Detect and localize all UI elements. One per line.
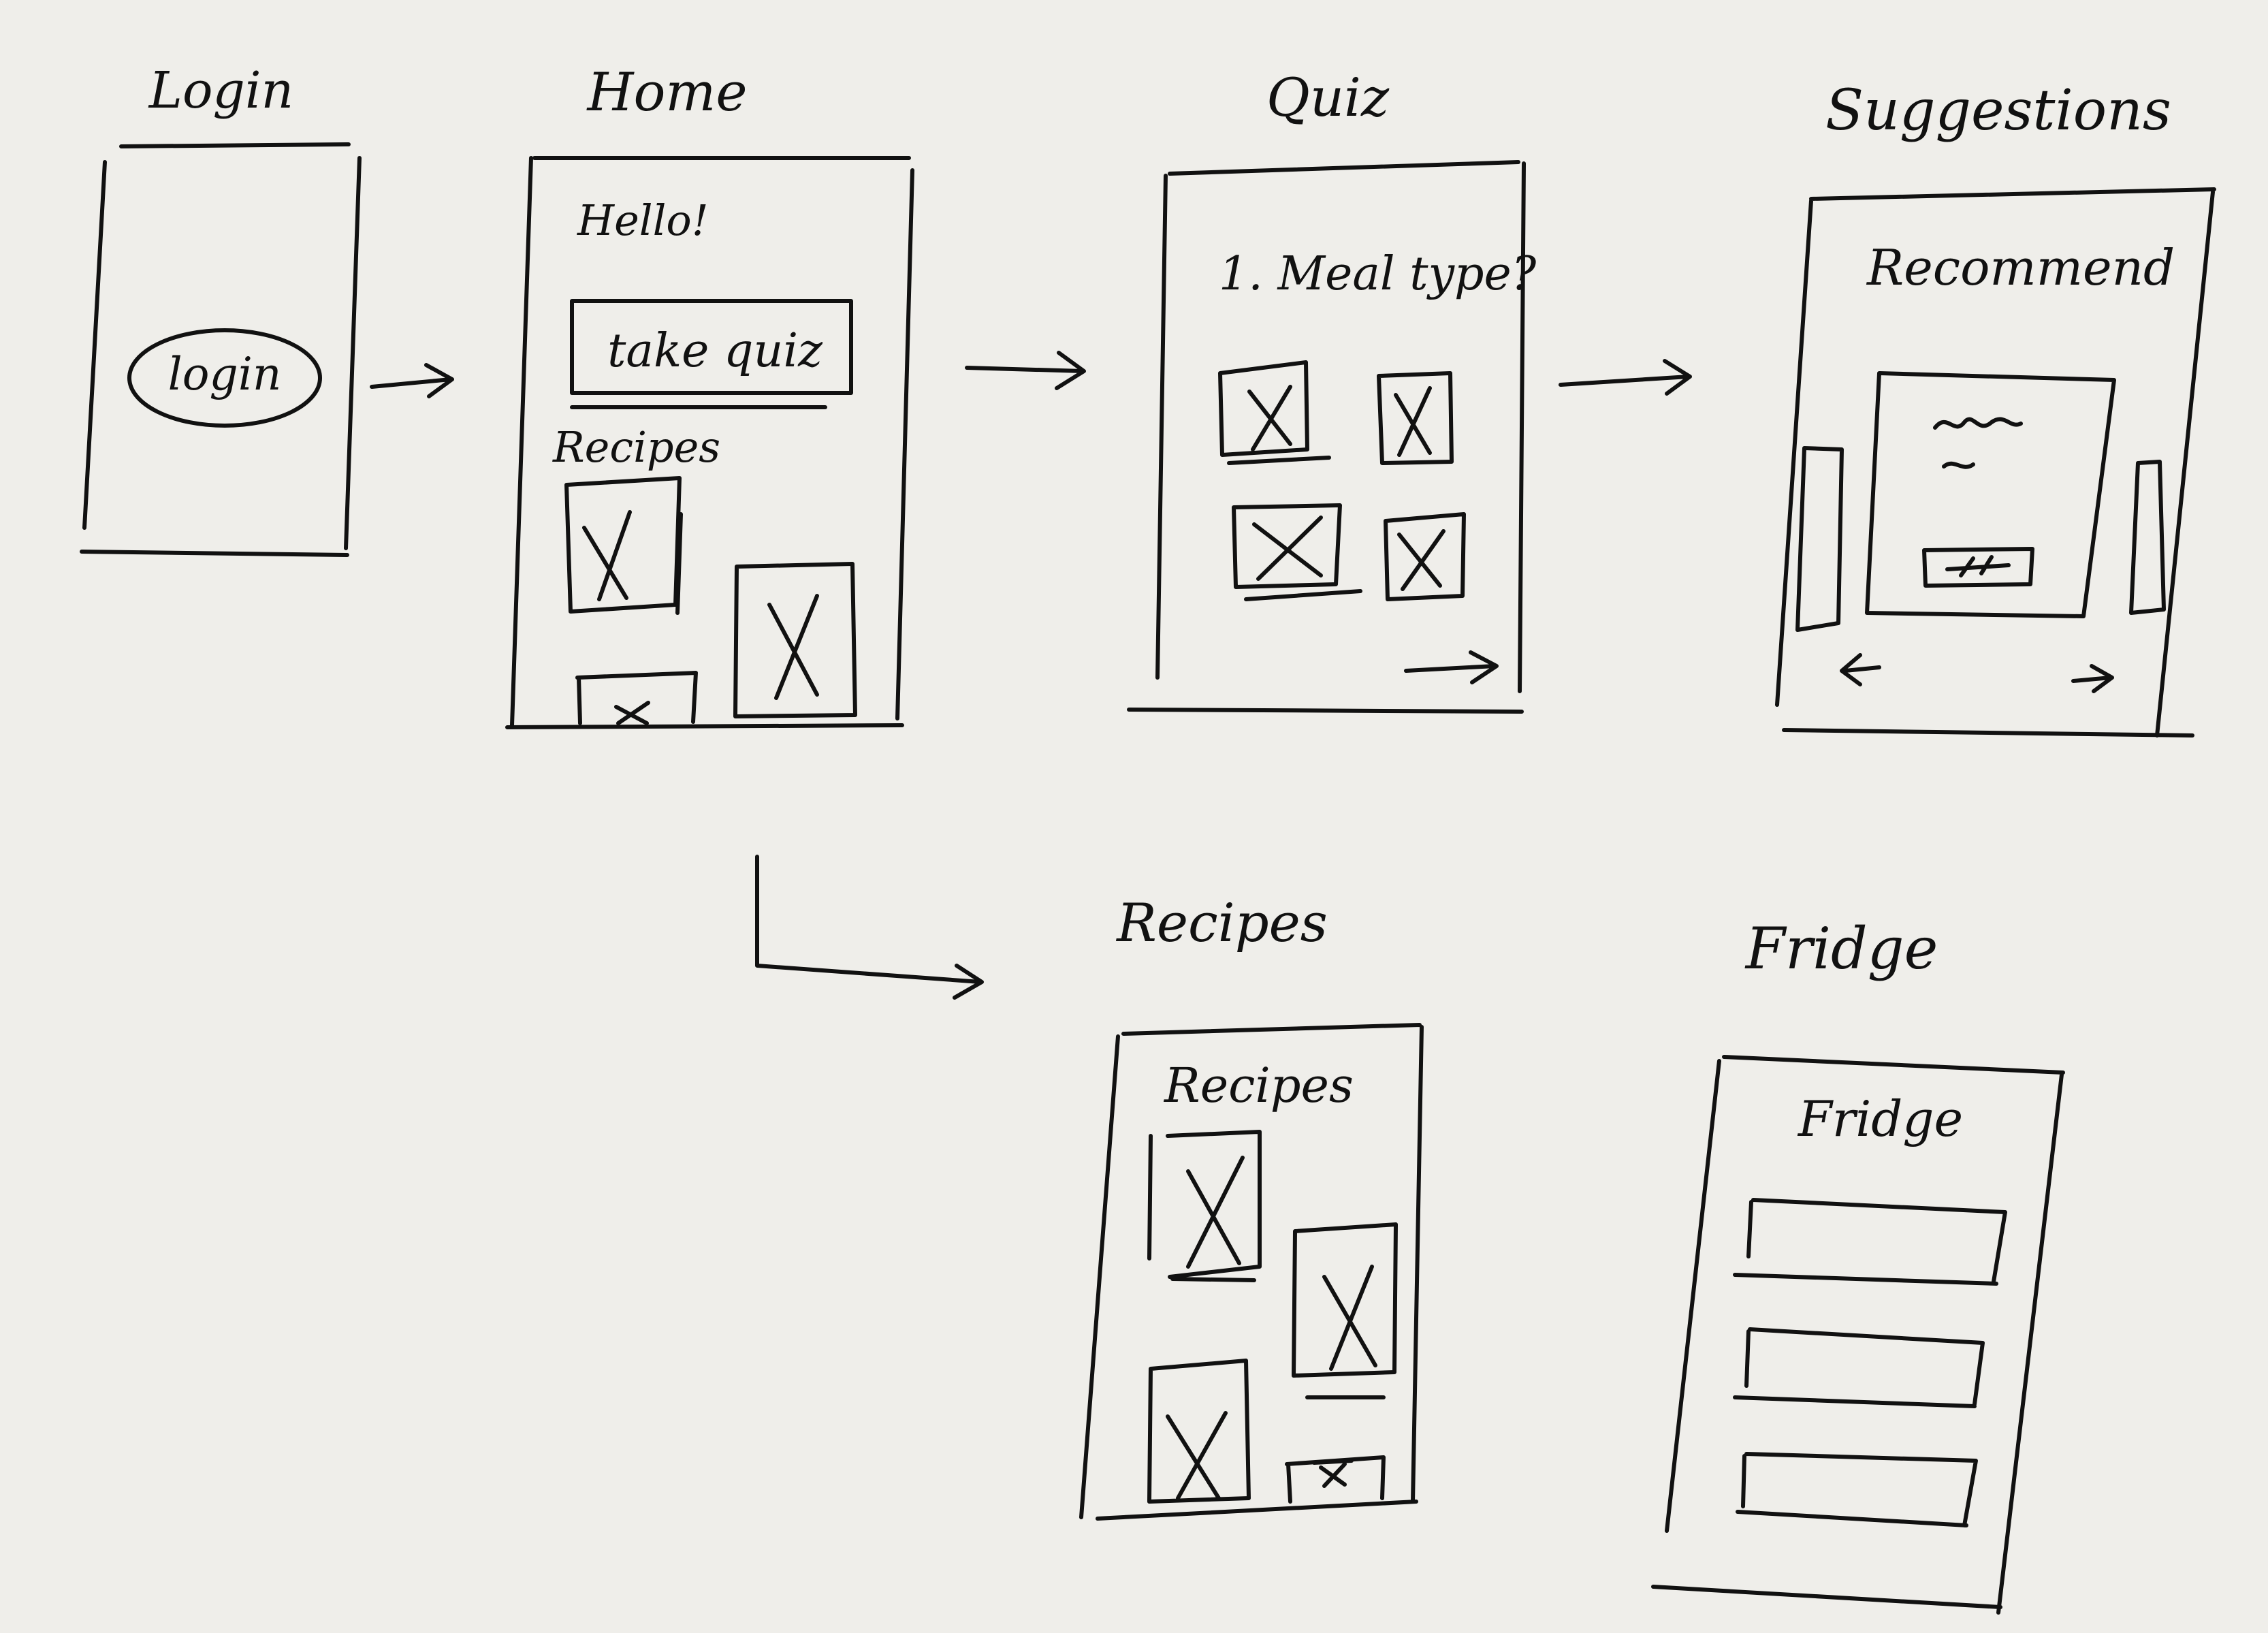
fridge-screen: Fridge Fridge [1651,915,2065,1615]
fridge-item-3[interactable] [1736,1452,1978,1527]
home-recipes-label: Recipes [552,422,720,472]
suggestions-frame [1775,187,2216,738]
quiz-option-3[interactable] [1232,503,1362,601]
prev-card-peek [1795,446,1844,632]
fridge-heading: Fridge [1797,1090,1963,1147]
login-screen: Login login [80,61,362,557]
recommendation-text-scribble [1942,461,1975,469]
home-screen-title: Home [586,62,747,123]
arrow-quiz-to-suggestions [1559,359,1692,396]
suggestions-prev-arrow[interactable] [1840,653,1881,686]
login-button[interactable] [127,328,322,428]
quiz-next-arrow[interactable] [1404,650,1499,684]
home-greeting: Hello! [577,195,709,245]
take-quiz-button-label: take quiz [607,324,823,378]
arrow-home-to-recipes [755,855,984,1000]
home-recipe-card-1[interactable] [564,476,683,615]
take-quiz-button[interactable] [570,299,853,395]
recommendation-title-scribble [1933,417,2023,430]
quiz-screen-title: Quiz [1266,67,1390,129]
recipes-screen: Recipes Recipes [1079,893,1424,1521]
recipes-frame [1079,1023,1424,1521]
login-screen-title: Login [148,61,293,120]
fridge-screen-title: Fridge [1744,915,1938,982]
fridge-item-2[interactable] [1733,1327,1985,1408]
quiz-screen: Quiz 1. Meal type? [1127,67,1537,714]
suggestions-screen-title: Suggestions [1825,78,2171,143]
home-recipe-card-3[interactable] [575,671,698,725]
fridge-item-1[interactable] [1733,1198,2007,1286]
recommendation-card[interactable] [1865,371,2116,618]
login-frame [80,142,362,557]
home-recipe-card-2[interactable] [733,562,857,718]
recipes-screen-title: Recipes [1115,893,1328,954]
login-button-label: login [168,348,282,400]
recipes-heading: Recipes [1163,1058,1354,1113]
quiz-option-2[interactable] [1377,371,1454,465]
suggestions-heading: Recommend [1866,239,2175,296]
recipe-card-2[interactable] [1292,1222,1398,1399]
home-frame [505,156,914,729]
recipe-card-1[interactable] [1147,1130,1262,1282]
recipe-card-3[interactable] [1147,1359,1251,1504]
fridge-frame [1651,1055,2065,1615]
home-screen: Home Hello! take quiz Recipes [505,62,914,729]
quiz-option-1[interactable] [1218,360,1331,465]
arrow-login-to-home [370,363,454,398]
quiz-question: 1. Meal type? [1219,247,1537,301]
arrow-home-to-quiz [965,351,1086,390]
next-card-peek [2129,460,2166,615]
quiz-option-4[interactable] [1384,512,1466,601]
quiz-frame [1127,160,1526,714]
suggestions-screen: Suggestions Recommend [1775,78,2216,738]
recipe-card-4[interactable] [1285,1455,1386,1504]
suggestions-next-arrow[interactable] [2071,664,2114,693]
recommendation-button[interactable] [1922,547,2034,588]
